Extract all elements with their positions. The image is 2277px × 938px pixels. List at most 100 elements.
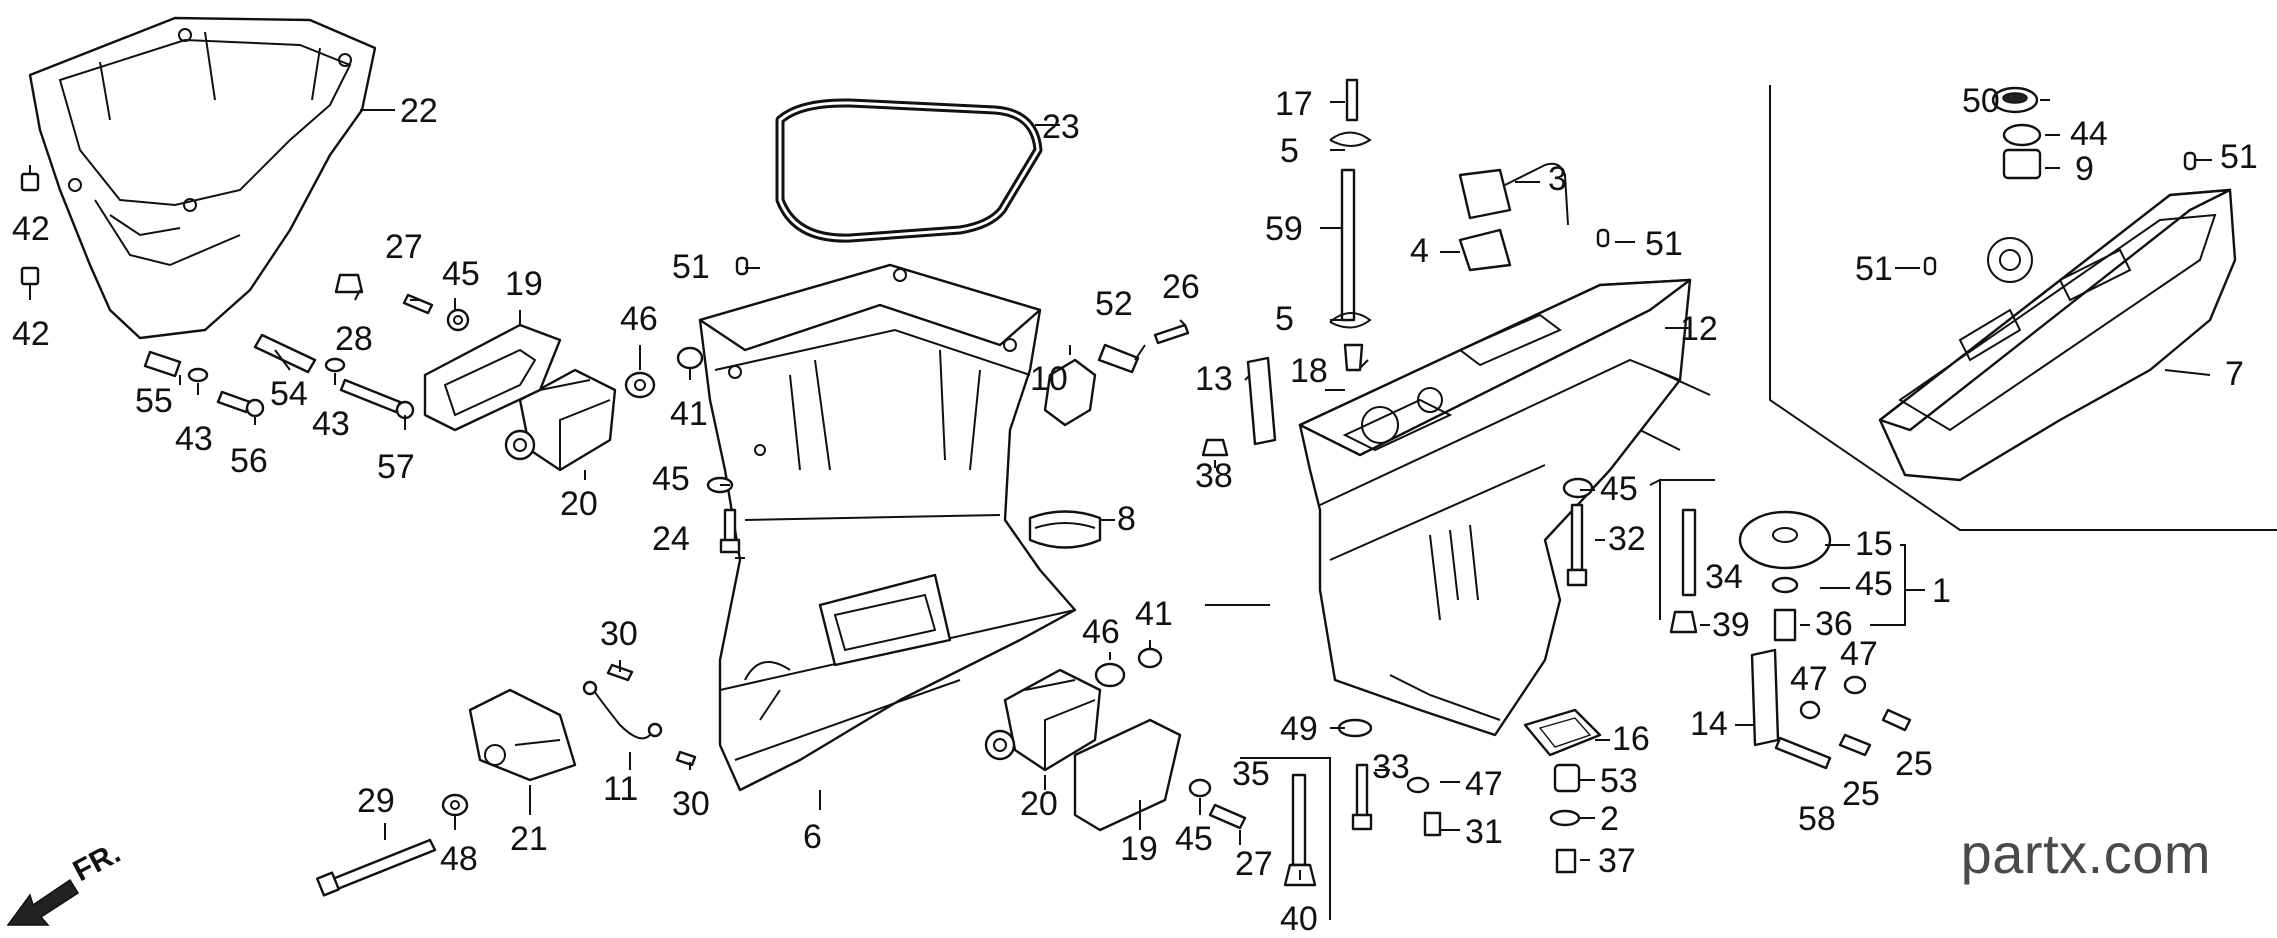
callout-29: 29 [357, 782, 395, 820]
callout-5: 5 [1280, 132, 1299, 170]
callout-48: 48 [440, 840, 478, 878]
part-12-lower-case [1298, 278, 1711, 737]
callout-55: 55 [135, 382, 173, 420]
callout-20: 20 [560, 485, 598, 523]
callout-57: 57 [377, 448, 415, 486]
callout-33: 33 [1372, 748, 1410, 786]
part-57-bolt [339, 378, 415, 420]
callout-4: 4 [1410, 232, 1429, 270]
callout-47: 47 [1840, 635, 1878, 673]
callout-22: 22 [400, 92, 438, 130]
callout-19: 19 [505, 265, 543, 303]
callout-30: 30 [600, 615, 638, 653]
callout-21: 21 [510, 820, 548, 858]
callout-31: 31 [1465, 813, 1503, 851]
part-29-long-bolt [316, 838, 437, 897]
callout-35: 35 [1232, 755, 1270, 793]
callout-41: 41 [1135, 595, 1173, 633]
callout-45: 45 [1600, 470, 1638, 508]
callout-53: 53 [1600, 762, 1638, 800]
callout-7: 7 [2225, 355, 2244, 393]
callout-56: 56 [230, 442, 268, 480]
callout-25: 25 [1895, 745, 1933, 783]
callout-43: 43 [312, 405, 350, 443]
leader-lines [29, 99, 2212, 920]
callout-54: 54 [270, 375, 308, 413]
callout-30: 30 [672, 785, 710, 823]
callout-51: 51 [2220, 138, 2258, 176]
callout-12: 12 [1680, 310, 1718, 348]
callout-27: 27 [1235, 845, 1273, 883]
callout-13: 13 [1195, 360, 1233, 398]
part-6-extension-case [698, 263, 1077, 792]
callout-51: 51 [672, 248, 710, 286]
callout-51: 51 [1645, 225, 1683, 263]
callout-11: 11 [603, 770, 638, 808]
part-23-gasket [775, 98, 1043, 243]
part-34-stud [1681, 508, 1697, 597]
callout-36: 36 [1815, 605, 1853, 643]
part-24-bolt [719, 508, 741, 554]
callout-40: 40 [1280, 900, 1318, 938]
callout-42: 42 [12, 210, 50, 248]
part-21-mount-housing [468, 688, 577, 782]
callout-19: 19 [1120, 830, 1158, 868]
callout-43: 43 [175, 420, 213, 458]
watermark: partx.com [1960, 822, 2211, 885]
callout-45: 45 [1855, 565, 1893, 603]
callout-44: 44 [2070, 115, 2108, 153]
callout-2: 2 [1600, 800, 1619, 838]
callout-6: 6 [803, 818, 822, 856]
callout-labels: 22 42 42 27 45 28 19 46 41 54 55 43 43 5… [12, 82, 2258, 938]
callout-27: 27 [385, 228, 423, 266]
part-19-bracket-lower [1073, 718, 1182, 832]
callout-50: 50 [1962, 82, 2000, 120]
callout-34: 34 [1705, 558, 1743, 596]
callout-18: 18 [1290, 352, 1328, 390]
callout-23: 23 [1042, 108, 1080, 146]
callout-45: 45 [442, 255, 480, 293]
frame-line [1769, 85, 2277, 531]
callout-59: 59 [1265, 210, 1303, 248]
small-hardware [20, 78, 2197, 887]
callout-45: 45 [1175, 820, 1213, 858]
callout-38: 38 [1195, 457, 1233, 495]
callout-26: 26 [1162, 268, 1200, 306]
callout-41: 41 [670, 395, 708, 433]
callout-45: 45 [652, 460, 690, 498]
callout-24: 24 [652, 520, 690, 558]
callout-32: 32 [1608, 520, 1646, 558]
callout-25: 25 [1842, 775, 1880, 813]
part-35-stud [1291, 773, 1307, 867]
callout-42: 42 [12, 315, 50, 353]
part-33-bolt [1351, 763, 1373, 831]
callout-5: 5 [1275, 300, 1294, 338]
callout-46: 46 [1082, 613, 1120, 651]
callout-3: 3 [1548, 160, 1567, 198]
callout-17: 17 [1275, 85, 1313, 123]
callout-14: 14 [1690, 705, 1728, 743]
callout-16: 16 [1612, 720, 1650, 758]
svg-text:FR.: FR. [68, 836, 126, 888]
part-22-upper-cover [28, 16, 377, 340]
callout-39: 39 [1712, 606, 1750, 644]
part-20-mount-lower [984, 668, 1102, 772]
part-56-bolt [216, 390, 265, 418]
part-59-rod [1340, 168, 1356, 322]
part-54-tube [253, 333, 317, 374]
callout-8: 8 [1117, 500, 1136, 538]
callout-20: 20 [1020, 785, 1058, 823]
part-32-bolt [1566, 503, 1588, 587]
callout-52: 52 [1095, 285, 1133, 323]
callout-1: 1 [1932, 572, 1951, 610]
callout-28: 28 [335, 320, 373, 358]
callout-51: 51 [1855, 250, 1893, 288]
front-direction-arrow: FR. [6, 836, 126, 926]
callout-58: 58 [1798, 800, 1836, 838]
callout-10: 10 [1030, 360, 1068, 398]
callout-37: 37 [1598, 842, 1636, 880]
part-20-mount-upper [504, 368, 617, 472]
callout-47: 47 [1465, 765, 1503, 803]
part-55-sleeve [143, 350, 182, 378]
